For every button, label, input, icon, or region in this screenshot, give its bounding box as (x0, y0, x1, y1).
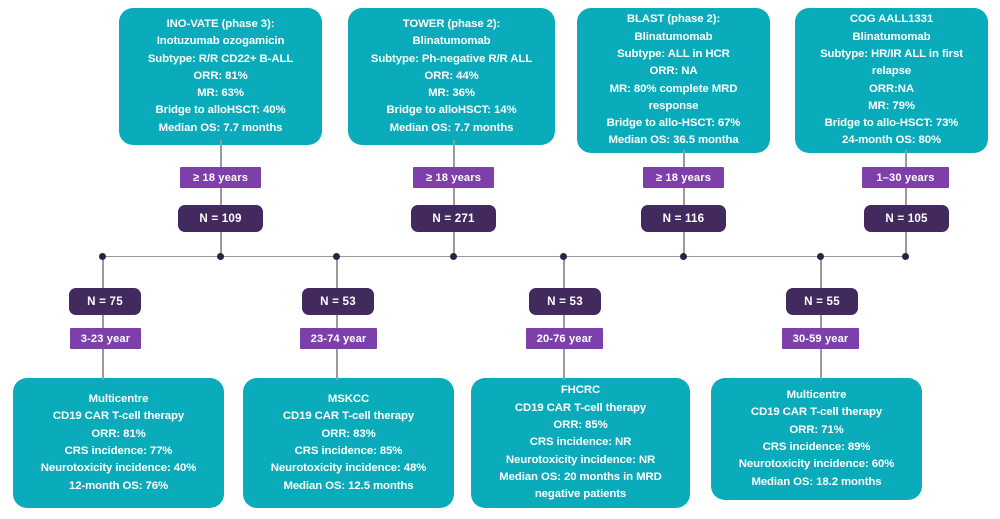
study-line: Neurotoxicity incidence: 60% (738, 458, 895, 471)
connector-bottom-multicentre-1 (102, 256, 104, 380)
study-line: 12-month OS: 76% (68, 479, 169, 492)
study-line: ORR:NA (869, 82, 914, 95)
study-box-cog-aall1331[interactable]: COG AALL1331 Blinatumomab Subtype: HR/IR… (795, 8, 988, 153)
study-line: Bridge to allo-HSCT: 73% (824, 117, 959, 130)
study-line: MR: 63% (197, 87, 244, 100)
study-line: Median OS: 36.5 montha (608, 134, 739, 147)
study-box-ino-vate[interactable]: INO-VATE (phase 3): Inotuzumab ozogamici… (119, 8, 322, 145)
study-line: CD19 CAR T-cell therapy (52, 410, 185, 423)
connector-top-cog (905, 150, 907, 257)
age-badge-mskcc[interactable]: 23-74 year (300, 328, 377, 349)
age-badge-blast[interactable]: ≥ 18 years (643, 167, 724, 188)
junction-dot-6 (680, 253, 687, 260)
study-line: Blinatumomab (852, 30, 931, 43)
study-line: Subtype: HR/IR ALL in first relapse (820, 47, 963, 78)
study-line: BLAST (phase 2): (626, 13, 721, 26)
study-line: ORR: 81% (91, 427, 146, 440)
study-line: Blinatumomab (412, 35, 491, 48)
junction-dot-4 (450, 253, 457, 260)
study-line: Subtype: ALL in HCR (617, 47, 730, 60)
study-line: Neurotoxicity incidence: 48% (270, 462, 427, 475)
study-box-multicentre-1[interactable]: Multicentre CD19 CAR T-cell therapy ORR:… (13, 378, 224, 508)
study-line: Blinatumomab (634, 30, 713, 43)
n-pill-multicentre-1[interactable]: N = 75 (69, 288, 141, 315)
study-line: COG AALL1331 (849, 13, 934, 26)
study-line: ORR: 81% (193, 69, 248, 82)
study-line: Subtype: R/R CD22+ B-ALL (147, 52, 294, 65)
study-line: Multicentre (786, 389, 847, 402)
age-badge-fhcrc[interactable]: 20-76 year (526, 328, 603, 349)
study-line: ORR: NA (649, 65, 698, 78)
connector-top-ino-vate (220, 140, 222, 257)
study-line: Median OS: 7.7 months (389, 121, 514, 134)
study-line: CRS incidence: 77% (64, 445, 173, 457)
junction-dot-8 (902, 253, 909, 260)
study-box-tower[interactable]: TOWER (phase 2): Blinatumomab Subtype: P… (348, 8, 555, 145)
age-badge-ino-vate[interactable]: ≥ 18 years (180, 167, 261, 188)
study-line: MSKCC (327, 393, 370, 406)
study-line: ORR: 85% (553, 419, 608, 432)
bus-horizontal-line (102, 256, 907, 258)
age-badge-cog[interactable]: 1–30 years (862, 167, 949, 188)
study-line: Bridge to alloHSCT: 40% (155, 104, 286, 117)
study-line: Median OS: 12.5 months (283, 479, 414, 492)
study-line: CRS incidence: 89% (762, 441, 871, 453)
study-line: MR: 79% (868, 99, 915, 112)
study-line: 24-month OS: 80% (841, 134, 942, 147)
study-line: Multicentre (88, 393, 149, 406)
study-line: Neurotoxicity incidence: 40% (40, 462, 197, 475)
age-badge-multicentre-2[interactable]: 30-59 year (782, 328, 859, 349)
study-line: CRS incidence: NR (529, 436, 632, 449)
study-line: MR: 36% (428, 87, 475, 100)
n-pill-mskcc[interactable]: N = 53 (302, 288, 374, 315)
study-box-fhcrc[interactable]: FHCRC CD19 CAR T-cell therapy ORR: 85% C… (471, 378, 690, 508)
study-line: TOWER (phase 2): (402, 17, 501, 30)
junction-dot-5 (560, 253, 567, 260)
study-line: Neurotoxicity incidence: NR (505, 453, 656, 466)
connector-bottom-fhcrc (563, 256, 565, 380)
study-line: Median OS: 18.2 months (751, 475, 882, 488)
age-badge-multicentre-1[interactable]: 3-23 year (70, 328, 141, 349)
study-line: Median OS: 7.7 months (158, 121, 283, 134)
study-box-mskcc[interactable]: MSKCC CD19 CAR T-cell therapy ORR: 83% C… (243, 378, 454, 508)
age-badge-tower[interactable]: ≥ 18 years (413, 167, 494, 188)
n-pill-cog[interactable]: N = 105 (864, 205, 949, 232)
study-line: MR: 80% complete MRD response (609, 82, 738, 112)
junction-dot-3 (333, 253, 340, 260)
junction-dot-1 (99, 253, 106, 260)
junction-dot-7 (817, 253, 824, 260)
study-line: CD19 CAR T-cell therapy (750, 406, 883, 419)
study-line: Subtype: Ph-negative R/R ALL (370, 52, 533, 65)
n-pill-blast[interactable]: N = 116 (641, 205, 726, 232)
study-line: ORR: 83% (321, 427, 376, 440)
study-line: Inotuzumab ozogamicin (156, 35, 285, 48)
connector-bottom-mskcc (336, 256, 338, 380)
study-line: INO-VATE (phase 3): (166, 17, 275, 30)
n-pill-tower[interactable]: N = 271 (411, 205, 496, 232)
connector-top-tower (453, 140, 455, 257)
study-line: CRS incidence: 85% (294, 445, 403, 457)
n-pill-fhcrc[interactable]: N = 53 (529, 288, 601, 315)
junction-dot-2 (217, 253, 224, 260)
study-line: Median OS: 20 months in MRD negative pat… (499, 471, 662, 501)
connector-top-blast (683, 150, 685, 257)
study-box-multicentre-2[interactable]: Multicentre CD19 CAR T-cell therapy ORR:… (711, 378, 922, 500)
n-pill-multicentre-2[interactable]: N = 55 (786, 288, 858, 315)
study-line: Bridge to allo-HSCT: 67% (606, 117, 741, 130)
study-line: CD19 CAR T-cell therapy (514, 401, 647, 414)
study-box-blast[interactable]: BLAST (phase 2): Blinatumomab Subtype: A… (577, 8, 770, 153)
study-line: ORR: 44% (424, 69, 479, 82)
n-pill-ino-vate[interactable]: N = 109 (178, 205, 263, 232)
study-line: ORR: 71% (789, 423, 844, 436)
study-line: Bridge to alloHSCT: 14% (386, 104, 517, 117)
study-line: FHCRC (560, 384, 601, 397)
study-line: CD19 CAR T-cell therapy (282, 410, 415, 423)
connector-bottom-multicentre-2 (820, 256, 822, 380)
